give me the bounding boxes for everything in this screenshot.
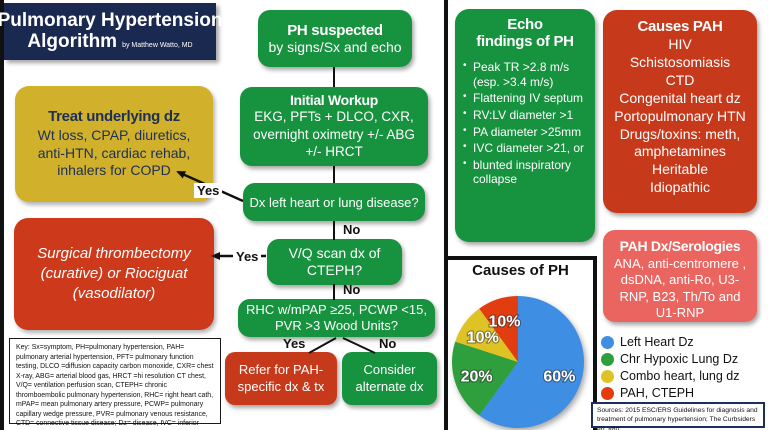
- bullet-icon: •: [463, 107, 467, 119]
- cause-line: Schistosomiasis: [629, 53, 731, 70]
- flow-node-consider-alternate-dx: Consider alternate dx: [342, 352, 437, 405]
- node-title: Initial Workup: [289, 92, 379, 109]
- flow-node-dx-left-heart-or-lung: Dx left heart or lung disease?: [243, 183, 425, 221]
- causes-of-ph-pie-chart: 60% 20% 10%10%: [451, 296, 584, 428]
- flow-node-ph-suspected: PH suspected by signs/Sx and echo: [258, 10, 412, 67]
- node-body: Dx left heart or lung disease?: [249, 194, 419, 210]
- surgical-thrombectomy-box: Surgical thrombectomy (curative) or Rioc…: [14, 218, 214, 330]
- pie-slice-label: 60%: [543, 369, 575, 386]
- node-body: Consider alternate dx: [355, 361, 424, 394]
- yes-label-dxheart: Yes: [194, 183, 223, 198]
- legend-item: Left Heart Dz: [601, 334, 740, 350]
- echo-bullet: • blunted inspiratory collapse: [463, 158, 587, 187]
- treat-box-title: Treat underlying dz: [48, 108, 180, 126]
- surgical-box-body: Surgical thrombectomy (curative) or Rioc…: [37, 244, 191, 303]
- node-body: Refer for PAH-specific dx & tx: [237, 361, 325, 394]
- echo-bullet: • PA diameter >25mm: [463, 125, 587, 140]
- echo-bullet-text: blunted inspiratory collapse: [473, 157, 572, 187]
- cause-line: Idiopathic: [650, 179, 710, 196]
- pie-slice-label: 10%: [488, 314, 520, 331]
- left-edge-bar: [0, 0, 4, 430]
- pie-slice-label: 20%: [461, 369, 493, 386]
- echo-findings-box: Echo findings of PH • Peak TR >2.8 m/s (…: [455, 9, 595, 242]
- pie-panel-right-border: [593, 256, 597, 430]
- echo-bullet: • RV:LV diameter >1: [463, 108, 587, 123]
- treat-underlying-dz-box: Treat underlying dz Wt loss, CPAP, diure…: [15, 86, 213, 202]
- echo-bullet: • IVC diameter >21, or: [463, 141, 587, 156]
- legend-color-dot: [601, 369, 614, 383]
- yes-label-vq: Yes: [233, 249, 262, 264]
- echo-bullet-text: IVC diameter >21, or: [473, 141, 585, 156]
- causes-pah-title: Causes PAH: [637, 18, 723, 35]
- sources-box: Sources: 2015 ESC/ERS Guidelines for dia…: [591, 402, 765, 430]
- pie-panel-top-border: [444, 256, 597, 260]
- center-divider: [444, 0, 448, 430]
- pie-chart-title: Causes of PH: [472, 262, 569, 279]
- bullet-icon: •: [463, 141, 467, 153]
- cause-line: Congenital heart dz: [619, 89, 741, 106]
- legend-color-dot: [601, 352, 614, 366]
- yes-label-rhc: Yes: [283, 336, 306, 351]
- connector-rhc-refer: [308, 337, 337, 354]
- cause-line: Portopulmonary HTN: [614, 107, 746, 124]
- pie-slice: [479, 296, 584, 428]
- cause-line: CTD: [665, 71, 695, 88]
- title-line-1: Pulmonary Hypertension: [0, 9, 223, 31]
- pie-slice: [455, 308, 518, 362]
- connector-rhc-alternate: [342, 337, 376, 354]
- byline: by Matthew Watto, MD: [122, 41, 193, 49]
- echo-bullet-text: Peak TR >2.8 m/s (esp. >3.4 m/s): [473, 60, 570, 89]
- flow-node-initial-workup: Initial Workup EKG, PFTs + DLCO, CXR, ov…: [240, 87, 428, 166]
- legend-item: PAH, CTEPH: [601, 385, 740, 401]
- key-text: Key: Sx=symptom, PH=pulmonary hypertensi…: [16, 344, 214, 430]
- bullet-icon: •: [463, 124, 467, 136]
- echo-bullet: • Flattening IV septum: [463, 91, 587, 106]
- serologies-title: PAH Dx/Serologies: [619, 238, 741, 254]
- flow-node-refer-pah: Refer for PAH-specific dx & tx: [225, 352, 337, 405]
- flow-node-vq-scan-cteph: V/Q scan dx of CTEPH?: [267, 239, 402, 285]
- legend-label: Chr Hypoxic Lung Dz: [620, 352, 739, 366]
- abbreviation-key-box: Key: Sx=symptom, PH=pulmonary hypertensi…: [9, 338, 221, 430]
- causes-pah-list: HIV Schistosomiasis CTD Congenital heart…: [609, 36, 751, 197]
- echo-bullet: • Peak TR >2.8 m/s (esp. >3.4 m/s): [463, 60, 587, 89]
- serologies-body: ANA, anti-centromere , dsDNA, anti-Ro, U…: [613, 256, 747, 320]
- node-body: RHC w/mPAP ≥25, PCWP <15, PVR >3 Wood Un…: [246, 301, 427, 333]
- node-body: by signs/Sx and echo: [268, 39, 402, 55]
- pie-slice: [479, 296, 518, 362]
- flow-node-rhc-criteria: RHC w/mPAP ≥25, PCWP <15, PVR >3 Wood Un…: [238, 299, 435, 337]
- legend-label: Combo heart, lung dz: [620, 369, 740, 383]
- no-label-rhc: No: [379, 336, 397, 351]
- legend-color-dot: [601, 386, 614, 400]
- pie-legend: Left Heart Dz Chr Hypoxic Lung Dz Combo …: [601, 334, 740, 402]
- node-body: EKG, PFTs + DLCO, CXR, overnight oximetr…: [253, 109, 415, 160]
- treat-box-body: Wt loss, CPAP, diuretics, anti-HTN, card…: [37, 127, 191, 179]
- echo-bullet-text: Flattening IV septum: [473, 91, 584, 106]
- echo-bullet-text: PA diameter >25mm: [473, 124, 582, 139]
- cause-line: Drugs/toxins: meth, amphetamines: [619, 125, 741, 160]
- echo-bullet-text: RV:LV diameter >1: [473, 107, 574, 122]
- sources-text: Sources: 2015 ESC/ERS Guidelines for dia…: [597, 407, 758, 430]
- bullet-icon: •: [463, 91, 467, 103]
- cause-line: Heritable: [651, 161, 709, 178]
- node-body: V/Q scan dx of CTEPH?: [288, 244, 381, 279]
- pie-slice: [451, 341, 518, 416]
- legend-label: Left Heart Dz: [620, 335, 694, 349]
- legend-label: PAH, CTEPH: [620, 386, 695, 400]
- bullet-icon: •: [463, 157, 467, 169]
- pie-slice-label: 10%: [467, 329, 499, 346]
- echo-bullet-list: • Peak TR >2.8 m/s (esp. >3.4 m/s) • Fla…: [463, 60, 587, 187]
- node-title: PH suspected: [287, 22, 383, 39]
- echo-box-title: Echo findings of PH: [476, 16, 574, 50]
- no-label-vq: No: [343, 282, 361, 297]
- cause-line: HIV: [668, 36, 692, 52]
- legend-item: Chr Hypoxic Lung Dz: [601, 351, 740, 367]
- no-label-dxheart: No: [343, 222, 361, 237]
- legend-color-dot: [601, 335, 614, 349]
- causes-pah-box: Causes PAH HIV Schistosomiasis CTD Conge…: [603, 10, 757, 213]
- pah-serologies-box: PAH Dx/Serologies ANA, anti-centromere ,…: [603, 230, 757, 322]
- bullet-icon: •: [463, 60, 467, 71]
- legend-item: Combo heart, lung dz: [601, 368, 740, 384]
